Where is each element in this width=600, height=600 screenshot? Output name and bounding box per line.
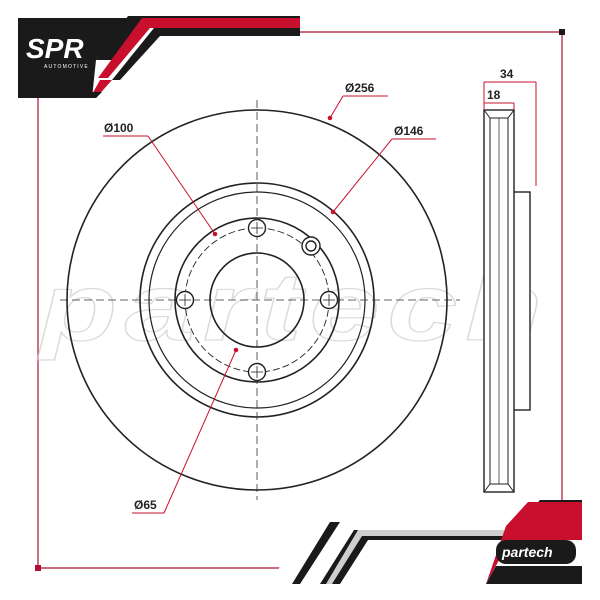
outer-diameter-label: Ø256 <box>345 81 375 95</box>
spr-logo-subtitle: AUTOMOTIVE <box>44 64 89 70</box>
center-bore-label: Ø65 <box>134 498 157 512</box>
outer-edge <box>66 109 448 491</box>
frame <box>35 29 565 571</box>
center-lines <box>60 100 460 500</box>
spr-logo-banner: SPR AUTOMOTIVE <box>0 0 300 98</box>
disc-side-view <box>483 109 531 493</box>
bolt-circle-label: Ø100 <box>104 121 134 135</box>
center-bore <box>209 252 305 348</box>
spr-logo-text: SPR <box>26 33 84 64</box>
hub-inner <box>148 191 366 409</box>
partech-logo-text: partech <box>501 544 553 560</box>
disc-thickness-label: 18 <box>487 88 501 102</box>
watermark-text: partech <box>36 254 550 361</box>
locating-screw-hole <box>301 236 321 256</box>
total-thickness-label: 34 <box>500 67 514 81</box>
dimension-leaders <box>103 81 537 514</box>
hat-ring <box>174 217 340 383</box>
partech-logo-banner: partech <box>270 500 582 584</box>
hub-outer <box>139 182 375 418</box>
hub-diameter-label: Ø146 <box>394 124 424 138</box>
disc-front-view <box>66 109 448 491</box>
